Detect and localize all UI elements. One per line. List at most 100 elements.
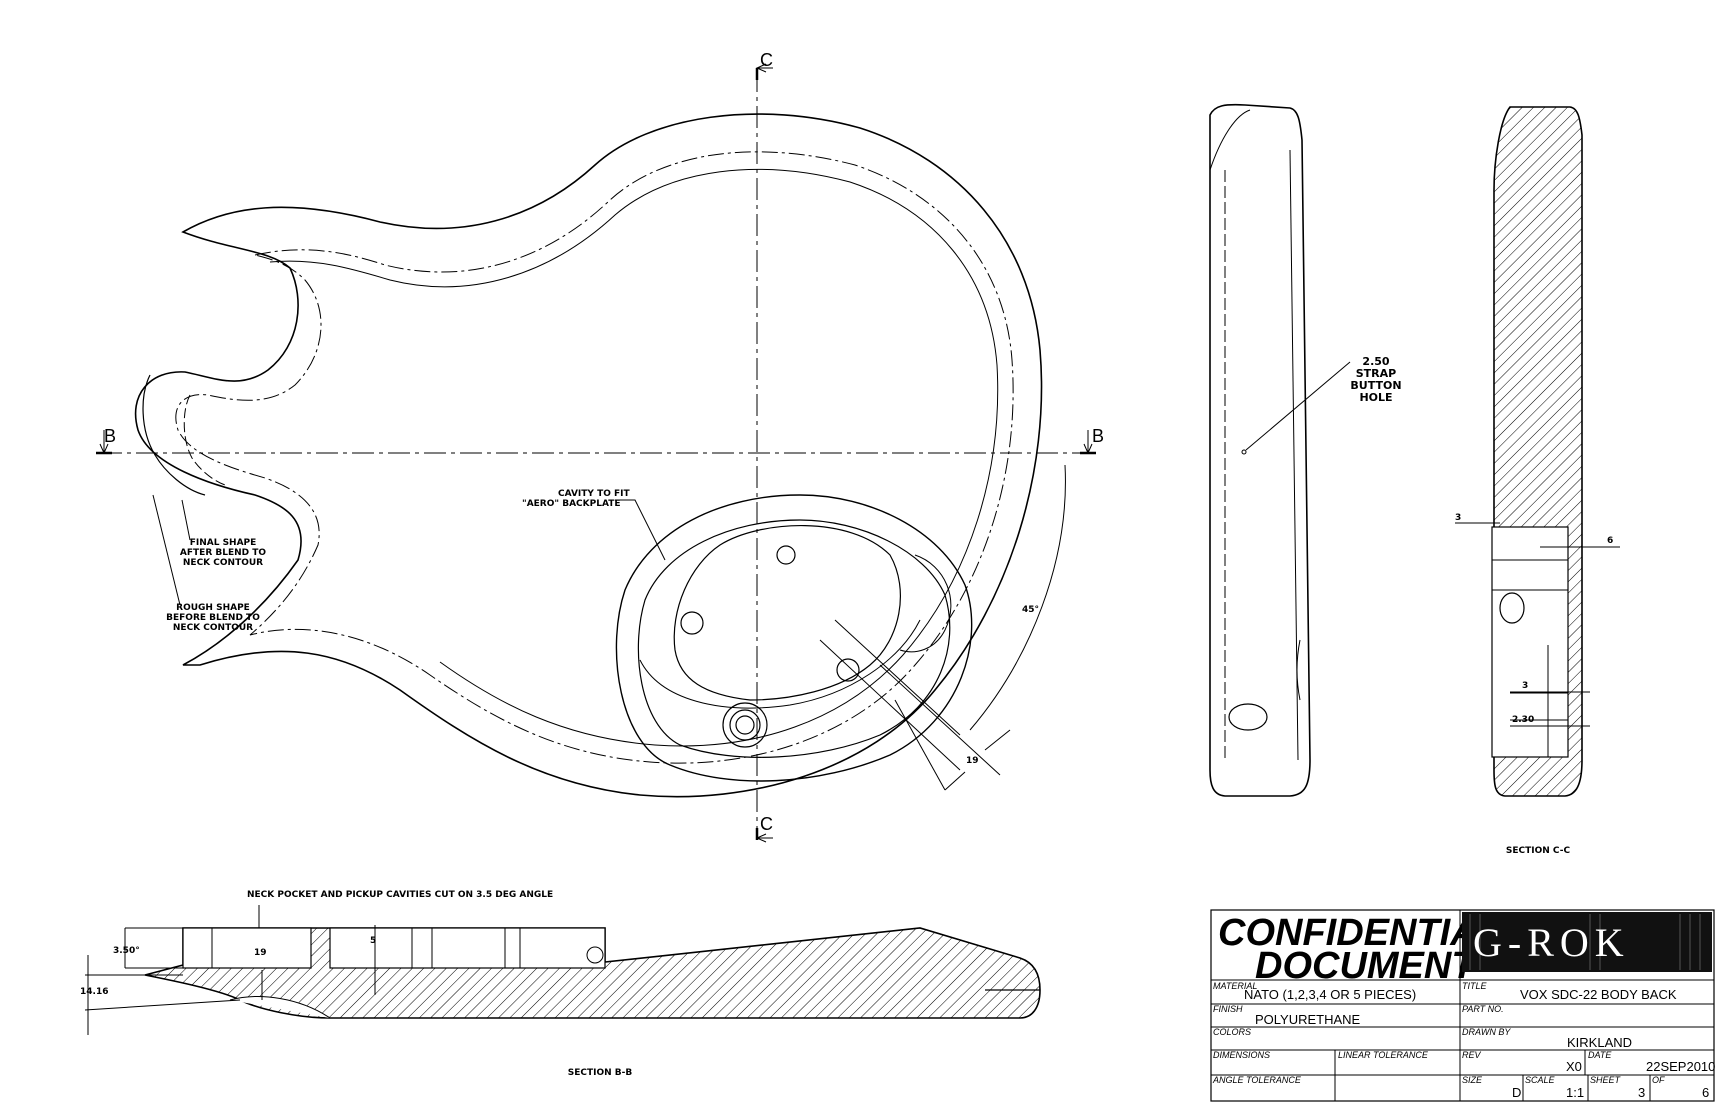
confidential-line1: CONFIDENTIAL (1218, 912, 1501, 954)
cc-dim-3-mid-label: 3 (1522, 681, 1528, 691)
rev-label: REV (1462, 1050, 1482, 1060)
section-c-top-arrowhead (755, 63, 767, 73)
dim-19-tick-2 (944, 771, 966, 791)
section-cc-title: SECTION C-C (1506, 846, 1571, 856)
section-c-bottom-label: C (760, 814, 773, 834)
cavity-screw-hole-3 (836, 658, 860, 682)
final-shape-line3: NECK CONTOUR (183, 558, 263, 568)
sheet-label: SHEET (1590, 1075, 1622, 1085)
cavity-floor (639, 619, 921, 709)
cavity-pocket-right (899, 554, 952, 653)
dim-19-line-2 (894, 699, 946, 791)
dim-19-label: 19 (966, 756, 979, 766)
material-value: NATO (1,2,3,4 OR 5 PIECES) (1244, 987, 1416, 1002)
logo-box (1462, 912, 1712, 972)
strap-line1: 2.50 (1362, 355, 1389, 368)
bb-bottom-cavity (229, 996, 331, 1019)
neck-rough-shape (142, 374, 206, 496)
confidential-line2: DOCUMENT (1255, 945, 1477, 987)
dim-19-tick-1 (984, 729, 1011, 751)
section-b-left-label: B (104, 426, 116, 446)
dimensions-label: DIMENSIONS (1213, 1050, 1270, 1060)
section-cc-hole (1499, 592, 1525, 624)
material-label: MATERIAL (1213, 981, 1257, 991)
section-b-right-label: B (1092, 426, 1104, 446)
logo: G-ROK (1473, 920, 1630, 965)
bb-dim-5-label: 5 (370, 936, 376, 946)
bb-dim-19-label: 19 (254, 948, 267, 958)
bb-pickup-cavity (329, 927, 606, 969)
title-block: CONFIDENTIAL DOCUMENT G-ROK MATERIAL (1210, 909, 1715, 1102)
cavity-jack-mid (729, 709, 761, 741)
scale-value: 1:1 (1566, 1085, 1584, 1100)
strap-hole (1241, 449, 1247, 455)
title-block-grid (1211, 910, 1714, 1101)
front-view (96, 63, 1096, 843)
section-b-left-arrowhead (99, 443, 109, 455)
drawnby-label: DRAWN BY (1462, 1027, 1511, 1037)
strap-leader (1245, 361, 1351, 451)
strap-line2: STRAP (1356, 367, 1396, 380)
size-label: SIZE (1462, 1075, 1483, 1085)
cavity-screw-hole-1 (776, 545, 796, 565)
body-inner-contour (269, 168, 999, 747)
cavity-outer (615, 494, 973, 782)
sheet-value: 3 (1638, 1085, 1645, 1100)
rough-shape-line2: BEFORE BLEND TO (166, 613, 260, 623)
drawnby-value: KIRKLAND (1567, 1035, 1632, 1050)
strap-line3: BUTTON (1350, 379, 1401, 392)
rev-value: X0 (1566, 1059, 1582, 1074)
section-b-right-arrowhead (1083, 443, 1093, 455)
bb-neck-pocket (182, 927, 312, 969)
angle-tolerance-label: ANGLE TOLERANCE (1212, 1075, 1302, 1085)
rough-shape-line3: NECK CONTOUR (173, 623, 253, 633)
section-bb (84, 905, 1041, 1035)
dim-45-line-1 (834, 619, 961, 736)
finish-value: POLYURETHANE (1255, 1012, 1361, 1027)
side-right-edge (1289, 149, 1299, 761)
cc-dim-230-label: 2.30 (1512, 715, 1534, 725)
date-value: 22SEP2010 (1646, 1059, 1715, 1074)
cavity-jack-inner (735, 715, 755, 735)
bb-control-hole (586, 946, 604, 964)
bb-dim-1416-line-2 (84, 999, 241, 1011)
rough-shape-leader (152, 494, 181, 606)
section-c-bottom-arrowhead (755, 833, 767, 843)
side-view (1209, 103, 1351, 797)
title-label: TITLE (1462, 981, 1488, 991)
side-outline (1209, 103, 1311, 797)
of-label: OF (1652, 1075, 1665, 1085)
final-shape-line2: AFTER BLEND TO (180, 548, 266, 558)
section-cc-cavity (1491, 526, 1569, 758)
side-view-labels: 2.50 STRAP BUTTON HOLE (1350, 355, 1401, 404)
cc-dim-6-label: 6 (1607, 536, 1613, 546)
bb-dim-1416-label: 14.16 (80, 987, 108, 997)
size-value: D (1512, 1085, 1521, 1100)
cavity-inner (637, 519, 951, 758)
angle-dim-label: 45° (1022, 605, 1039, 615)
linear-tolerance-label: LINEAR TOLERANCE (1338, 1050, 1429, 1060)
cavity-note-line2: "AERO" BACKPLATE (522, 499, 621, 509)
side-top-chamfer (1209, 109, 1251, 171)
scale-label: SCALE (1525, 1075, 1556, 1085)
section-bb-title: SECTION B-B (568, 1068, 633, 1078)
section-cc-labels: 3 6 3 2.30 SECTION C-C (1455, 513, 1613, 856)
body-outline (134, 113, 1043, 798)
partno-label: PART NO. (1462, 1004, 1504, 1014)
strap-line4: HOLE (1359, 391, 1392, 404)
section-cc (1455, 106, 1620, 797)
angle-arc (969, 464, 1066, 731)
cavity-screw-hole-2 (680, 611, 704, 635)
backplate-cavity (615, 494, 973, 782)
cavity-leader (615, 499, 666, 561)
cavity-note-line1: CAVITY TO FIT (558, 489, 630, 499)
colors-label: COLORS (1213, 1027, 1251, 1037)
rough-shape-line1: ROUGH SHAPE (176, 603, 250, 613)
side-jack-marks (1296, 639, 1301, 701)
section-c-top-label: C (760, 50, 773, 70)
cavity-pocket (673, 525, 901, 701)
body-inner-offset (175, 151, 1014, 764)
title-value: VOX SDC-22 BODY BACK (1520, 987, 1677, 1002)
dim-19-line-1 (819, 639, 961, 771)
